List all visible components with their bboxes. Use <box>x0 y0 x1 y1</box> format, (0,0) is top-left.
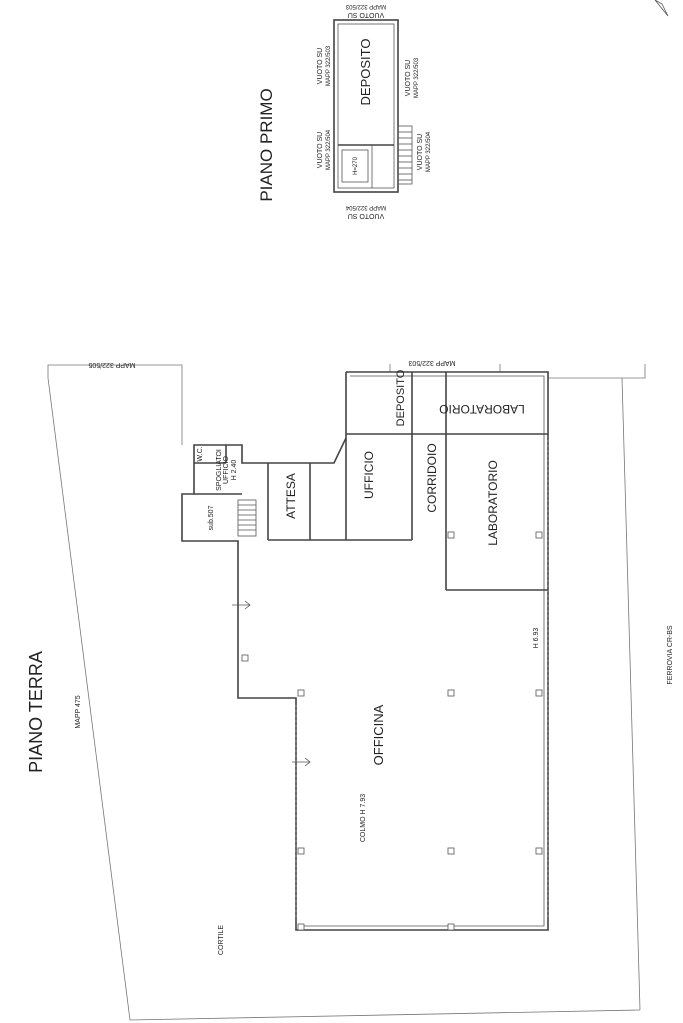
first-floor-bath <box>341 149 369 183</box>
vuoto-bottom-line2: MAPP 322/504 <box>345 204 386 210</box>
room-ufficio: UFFICIO <box>362 451 376 499</box>
plot-boundary-right <box>621 377 641 1011</box>
plot-boundary-top-right <box>548 364 646 379</box>
entrance-arrow-icon <box>232 600 251 610</box>
vuoto-left-b-line1: VUOTO SU <box>317 132 324 168</box>
room-wc: W.C. <box>197 446 204 461</box>
vuoto-right-b-line2: MAPP 322/504 <box>426 131 432 172</box>
ground-floor-title: PIANO TERRA <box>26 651 46 773</box>
room-officina: OFFICINA <box>371 704 386 765</box>
label-cortile: CORTILE <box>218 925 225 956</box>
first-floor-outline <box>333 19 399 193</box>
label-mapp-475: MAPP 475 <box>75 695 82 728</box>
room-laboratorio-upper: LABORATORIO <box>439 402 525 416</box>
label-mapp-503: MAPP 322/503 <box>408 359 455 366</box>
first-floor-inner-outline <box>337 23 395 189</box>
note-colmo: COLMO H 7.93 <box>360 794 367 842</box>
vuoto-top-line1: VUOTO SU <box>348 11 384 18</box>
note-sub-507: sub.507 <box>208 505 215 530</box>
room-attesa: ATTESA <box>284 473 298 519</box>
room-ufficio-small: UFFICIO <box>223 455 230 484</box>
first-floor-room-deposito: DEPOSITO <box>358 39 373 106</box>
label-mapp-505: MAPP 322/505 <box>88 361 135 368</box>
vuoto-right-a-line2: MAPP 322/503 <box>414 57 420 98</box>
room-spogliatoi: SPOGLIATOI <box>216 449 223 491</box>
building-outline-inner <box>300 375 545 927</box>
north-arrow-icon <box>654 0 669 17</box>
first-floor-plan: PIANO PRIMO DEPOSITO H=270 VUOTO SU MAPP… <box>257 3 432 219</box>
ground-floor-plan: PIANO TERRA <box>26 359 674 1021</box>
first-floor-title: PIANO PRIMO <box>257 88 276 201</box>
label-ferrovia: FERROVIA CR-BS <box>667 625 674 684</box>
vuoto-right-a-line1: VUOTO SU <box>405 60 412 96</box>
room-laboratorio-lower: LABORATORIO <box>486 460 500 546</box>
plot-boundary-diagonal <box>47 377 131 1021</box>
vuoto-left-a-line1: VUOTO SU <box>317 48 324 84</box>
vuoto-left-b-line2: MAPP 322/504 <box>326 129 332 170</box>
first-floor-stair <box>397 125 413 185</box>
vuoto-right-b-line1: VUOTO SU <box>417 134 424 170</box>
entrance-arrow-icon-2 <box>292 757 311 767</box>
ground-floor-stair <box>237 499 257 537</box>
building-outline <box>181 371 549 931</box>
vuoto-top-line2: MAPP 322/503 <box>345 3 386 9</box>
pillars <box>241 531 543 931</box>
note-height-small-office: H 2.40 <box>231 460 238 481</box>
room-corridoio: CORRIDOIO <box>425 443 439 512</box>
vuoto-bottom-line1: VUOTO SU <box>348 212 384 219</box>
room-deposito: DEPOSITO <box>395 369 407 426</box>
first-floor-h270: H=270 <box>353 156 359 175</box>
note-h-officina: H 6.93 <box>533 628 540 649</box>
plot-boundary-bottom <box>129 1009 641 1021</box>
vuoto-left-a-line2: MAPP 322/503 <box>326 45 332 86</box>
plot-boundary-left <box>47 364 183 378</box>
